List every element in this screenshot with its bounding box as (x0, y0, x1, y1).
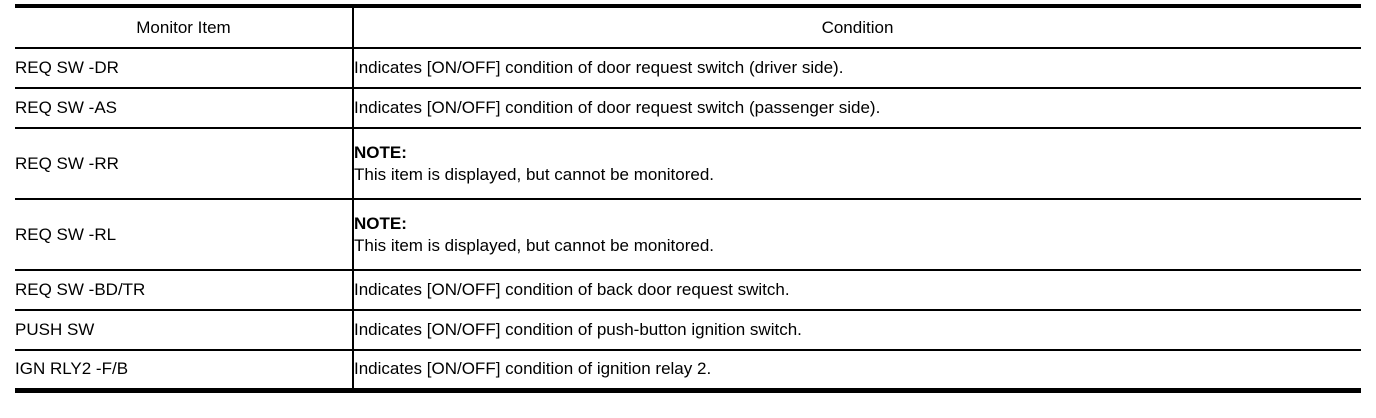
condition-text: Indicates [ON/OFF] condition of door req… (354, 98, 881, 117)
condition-text: Indicates [ON/OFF] condition of ignition… (354, 359, 712, 379)
table-header-row: Monitor Item Condition (15, 6, 1361, 48)
monitor-item-cell: REQ SW -RL (15, 198, 354, 270)
condition-cell: Indicates [ON/OFF] condition of door req… (353, 47, 1361, 88)
monitor-item-label: REQ SW -AS (15, 98, 118, 117)
monitor-item-cell: REQ SW -AS (15, 87, 354, 128)
note-label: NOTE: (354, 142, 407, 162)
condition-text: Indicates [ON/OFF] condition of back doo… (354, 280, 790, 299)
monitor-item-cell: REQ SW -DR (15, 47, 354, 88)
monitor-item-cell: IGN RLY2 -F/B (15, 349, 354, 390)
monitor-item-table: Monitor Item Condition REQ SW -DR Indica… (15, 4, 1361, 393)
condition-cell: NOTE:This item is displayed, but cannot … (353, 127, 1361, 199)
table-row: REQ SW -DR Indicates [ON/OFF] condition … (15, 47, 1361, 88)
condition-cell: Indicates [ON/OFF] condition of push-but… (353, 309, 1361, 350)
condition-header: Condition (821, 17, 894, 37)
table-row: REQ SW -RR NOTE:This item is displayed, … (15, 127, 1361, 199)
monitor-item-label: REQ SW -DR (15, 58, 119, 77)
monitor-item-label: IGN RLY2 -F/B (15, 359, 129, 379)
monitor-item-cell: REQ SW -RR (15, 127, 354, 199)
table-row: PUSH SW Indicates [ON/OFF] condition of … (15, 309, 1361, 350)
table-row: REQ SW -BD/TR Indicates [ON/OFF] conditi… (15, 269, 1361, 310)
condition-cell: NOTE:This item is displayed, but cannot … (353, 198, 1361, 270)
condition-cell: Indicates [ON/OFF] condition of back doo… (353, 269, 1361, 310)
condition-text: Indicates [ON/OFF] condition of door req… (354, 58, 844, 77)
condition-text: Indicates [ON/OFF] condition of push-but… (354, 320, 802, 339)
monitor-item-label: REQ SW -RR (15, 153, 119, 173)
monitor-item-cell: PUSH SW (15, 309, 354, 350)
table-row: REQ SW -AS Indicates [ON/OFF] condition … (15, 87, 1361, 128)
condition-cell: Indicates [ON/OFF] condition of door req… (353, 87, 1361, 128)
monitor-item-label: REQ SW -RL (15, 224, 117, 244)
monitor-item-header: Monitor Item (15, 6, 354, 48)
table-row: REQ SW -RL NOTE:This item is displayed, … (15, 198, 1361, 270)
table-row: IGN RLY2 -F/B Indicates [ON/OFF] conditi… (15, 349, 1361, 390)
condition-text: This item is displayed, but cannot be mo… (354, 235, 715, 255)
table-body: REQ SW -DR Indicates [ON/OFF] condition … (15, 47, 1361, 390)
condition-text: This item is displayed, but cannot be mo… (354, 164, 715, 184)
condition-cell: Indicates [ON/OFF] condition of ignition… (353, 349, 1361, 390)
monitor-item-label: PUSH SW (15, 320, 95, 339)
note-label: NOTE: (354, 213, 407, 233)
monitor-item-label: REQ SW -BD/TR (15, 280, 146, 299)
monitor-item-cell: REQ SW -BD/TR (15, 269, 354, 310)
